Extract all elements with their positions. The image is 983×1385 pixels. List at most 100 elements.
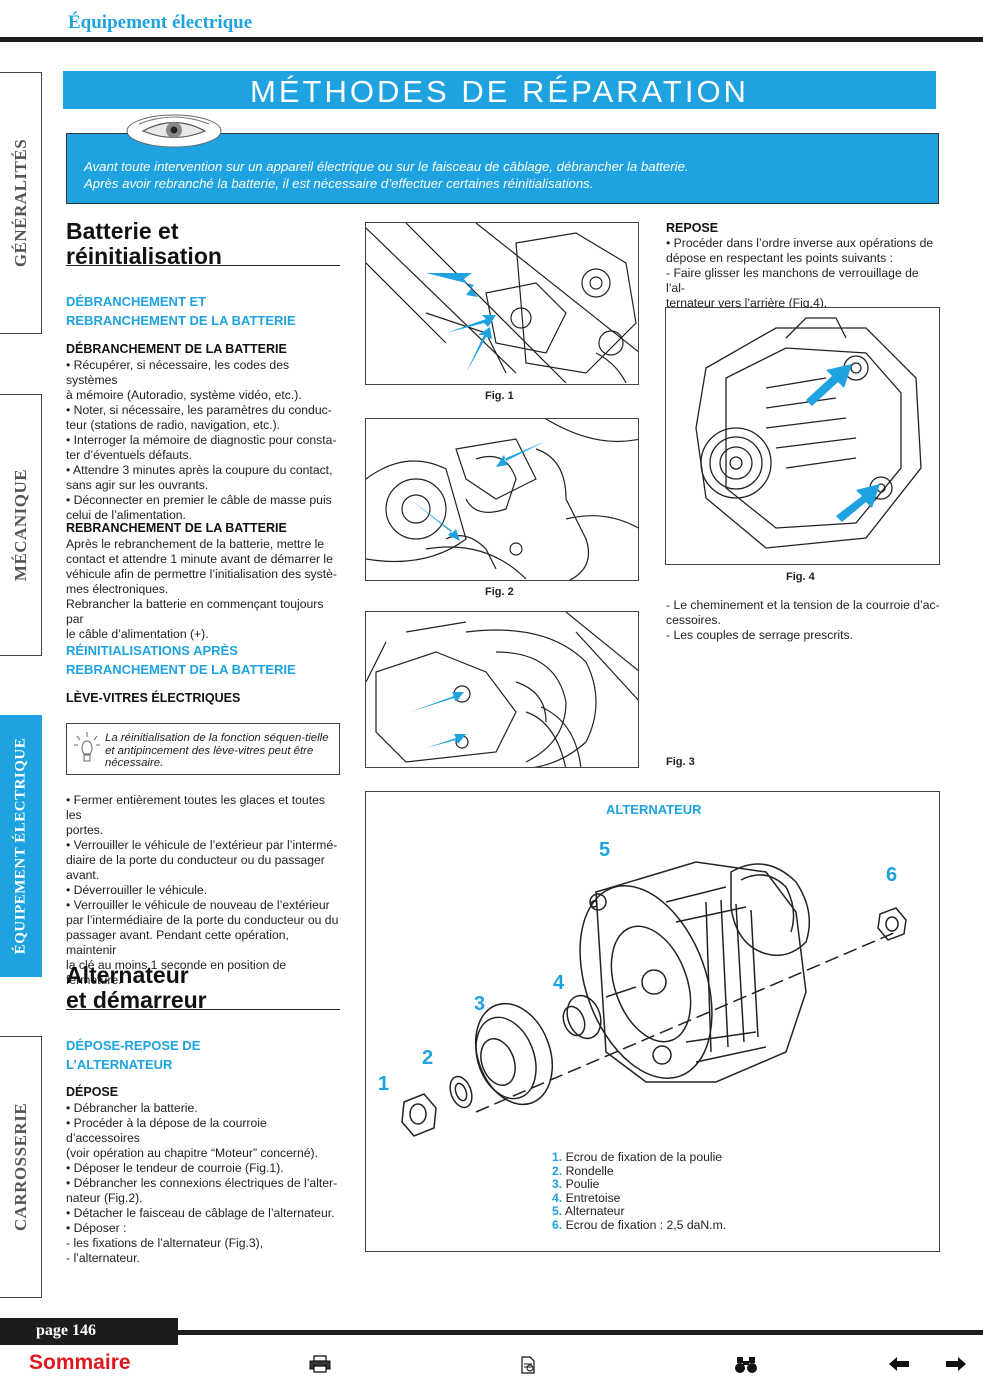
text-line: • Procéder à la dépose de la courroie d’…: [66, 1116, 267, 1145]
page-title: MÉTHODES DE RÉPARATION: [250, 74, 749, 109]
text-line: • Interroger la mémoire de diagnostic po…: [66, 433, 337, 447]
text-leve-vitres: • Fermer entièrement toutes les glaces e…: [66, 793, 340, 988]
alternator-diagram: ALTERNATEUR: [365, 791, 940, 1252]
header-rule: [0, 37, 983, 42]
text-line: contact et attendre 1 minute avant de dé…: [66, 552, 333, 566]
figure-1-caption: Fig. 1: [485, 390, 514, 402]
text-line: passager avant. Pendant cette opération,…: [66, 928, 289, 957]
subheading-reinit-2: REBRANCHEMENT DE LA BATTERIE: [66, 662, 296, 677]
text-line: nateur (Fig.2).: [66, 1191, 143, 1205]
note-text: La réinitialisation de la fonction séque…: [105, 732, 329, 769]
text-line: par l’intermédiaire de la porte du condu…: [66, 913, 339, 927]
text-line: teur (stations de radio, navigation, etc…: [66, 418, 281, 432]
text-line: • Déposer :: [66, 1221, 127, 1235]
arrow-left-icon[interactable]: [889, 1357, 909, 1371]
text-line: - Le cheminement et la tension de la cou…: [666, 598, 940, 612]
text-line: (voir opération au chapitre “Moteur” con…: [66, 1146, 318, 1160]
text-line: • Détacher le faisceau de câblage de l’a…: [66, 1206, 335, 1220]
legend-num: 2.: [552, 1163, 563, 1178]
label-rebranchement: REBRANCHEMENT DE LA BATTERIE: [66, 521, 287, 535]
legend-item: 2. Rondelle: [552, 1163, 726, 1179]
figure-4-caption: Fig. 4: [786, 571, 815, 583]
text-line: • Fermer entièrement toutes les glaces e…: [66, 793, 325, 822]
legend-item: 1. Ecrou de fixation de la poulie: [552, 1150, 726, 1165]
text-debranchement: • Récupérer, si nécessaire, les codes de…: [66, 358, 340, 523]
tab-generalites-label: GÉNÉRALITÉS: [10, 138, 30, 268]
intro-line-1: Avant toute intervention sur un appareil…: [84, 159, 689, 174]
legend-item: 3. Poulie: [552, 1177, 726, 1192]
binoculars-icon[interactable]: [734, 1356, 758, 1374]
tab-generalites[interactable]: GÉNÉRALITÉS: [0, 72, 42, 334]
subheading-depose-2: L’ALTERNATEUR: [66, 1057, 173, 1072]
sommaire-link[interactable]: Sommaire: [29, 1351, 131, 1374]
legend-text: Rondelle: [565, 1163, 614, 1178]
tab-equipement-label: ÉQUIPEMENT ÉLECTRIQUE: [12, 737, 28, 955]
tab-carrosserie-label: CARROSSERIE: [10, 1102, 30, 1232]
page-tab: page 146: [0, 1318, 178, 1345]
text-line: ternateur vers l’arrière (Fig.4).: [666, 296, 828, 310]
text-line: - l’alternateur.: [66, 1251, 140, 1265]
tab-carrosserie[interactable]: CARROSSERIE: [0, 1036, 42, 1298]
figure-2-caption: Fig. 2: [485, 586, 514, 598]
text-line: - Faire glisser les manchons de verrouil…: [666, 266, 919, 295]
arrow-right-icon[interactable]: [946, 1357, 966, 1371]
legend-num: 6.: [552, 1217, 563, 1232]
label-repose: REPOSE: [666, 221, 719, 235]
tab-equipement-electrique[interactable]: ÉQUIPEMENT ÉLECTRIQUE: [0, 715, 42, 977]
diagram-title: ALTERNATEUR: [606, 802, 702, 817]
text-rebranchement: Après le rebranchement de la batterie, m…: [66, 537, 340, 642]
legend-num: 1.: [552, 1150, 563, 1164]
callout-4: 4: [553, 972, 565, 994]
text-line: mes électroniques.: [66, 582, 169, 596]
alternator-exploded-view: [401, 861, 907, 1137]
text-line: véhicule afin de permettre l’initialisat…: [66, 567, 337, 581]
callout-6: 6: [886, 864, 898, 886]
callout-3: 3: [474, 993, 486, 1015]
text-line: la clé au moins 1 seconde en position de…: [66, 958, 287, 987]
figure-4: [665, 307, 940, 565]
text-repose: • Procéder dans l’ordre inverse aux opér…: [666, 236, 940, 311]
figure-3-illustration: [366, 612, 638, 767]
text-line: portes.: [66, 823, 104, 837]
callout-5: 5: [599, 839, 611, 861]
legend: 1. Ecrou de fixation de la poulie 2. Ron…: [552, 1150, 727, 1233]
legend-num: 4.: [552, 1190, 563, 1205]
subheading-debranchement-1: DÉBRANCHEMENT ET: [66, 294, 207, 309]
text-line: à mémoire (Autoradio, système vidéo, etc…: [66, 388, 302, 402]
document-icon[interactable]: [520, 1356, 536, 1374]
intro-line-2: Après avoir rebranché la batterie, il es…: [84, 176, 594, 191]
legend-text: Poulie: [565, 1177, 600, 1191]
figure-4-illustration: [695, 317, 922, 549]
note-box: La réinitialisation de la fonction séque…: [66, 723, 340, 775]
legend-item: 6. Ecrou de fixation : 2,5 daN.m.: [552, 1217, 727, 1233]
subheading-reinit-1: RÉINITIALISATIONS APRÈS: [66, 643, 238, 658]
tab-mecanique[interactable]: MÉCANIQUE: [0, 394, 42, 656]
text-after-repose: - Le cheminement et la tension de la cou…: [666, 598, 940, 643]
text-line: • Noter, si nécessaire, les paramètres d…: [66, 403, 332, 417]
legend-num: 3.: [552, 1177, 563, 1191]
text-line: avant.: [66, 868, 100, 882]
print-icon[interactable]: [309, 1355, 331, 1373]
text-line: • Procéder dans l’ordre inverse aux opér…: [666, 236, 934, 250]
text-line: - les fixations de l’alternateur (Fig.3)…: [66, 1236, 264, 1250]
legend-text: Entretoise: [565, 1190, 621, 1205]
text-line: • Déposer le tendeur de courroie (Fig.1)…: [66, 1161, 284, 1175]
callout-2: 2: [422, 1047, 434, 1069]
text-line: ter d’éventuels défauts.: [66, 448, 193, 462]
heading-alternateur-2: et démarreur: [66, 987, 207, 1013]
legend-item: 4. Entretoise: [552, 1190, 726, 1206]
text-line: dépose en respectant les points suivants…: [666, 251, 893, 265]
intro-box: Avant toute intervention sur un appareil…: [66, 133, 939, 204]
heading-alternateur-1: Alternateur: [66, 962, 189, 988]
callout-1: 1: [378, 1073, 390, 1095]
title-banner: MÉTHODES DE RÉPARATION: [63, 71, 936, 109]
text-line: cessoires.: [666, 613, 721, 627]
legend-text: Ecrou de fixation : 2,5 daN.m.: [565, 1217, 727, 1232]
label-depose: DÉPOSE: [66, 1085, 119, 1099]
text-line: • Attendre 3 minutes après la coupure du…: [66, 463, 333, 477]
text-line: sans agir sur les ouvrants.: [66, 478, 209, 492]
figure-1: [365, 222, 639, 385]
text-depose: • Débrancher la batterie. • Procéder à l…: [66, 1101, 340, 1266]
figure-3: [365, 611, 639, 768]
heading-batterie-2: réinitialisation: [66, 243, 222, 269]
